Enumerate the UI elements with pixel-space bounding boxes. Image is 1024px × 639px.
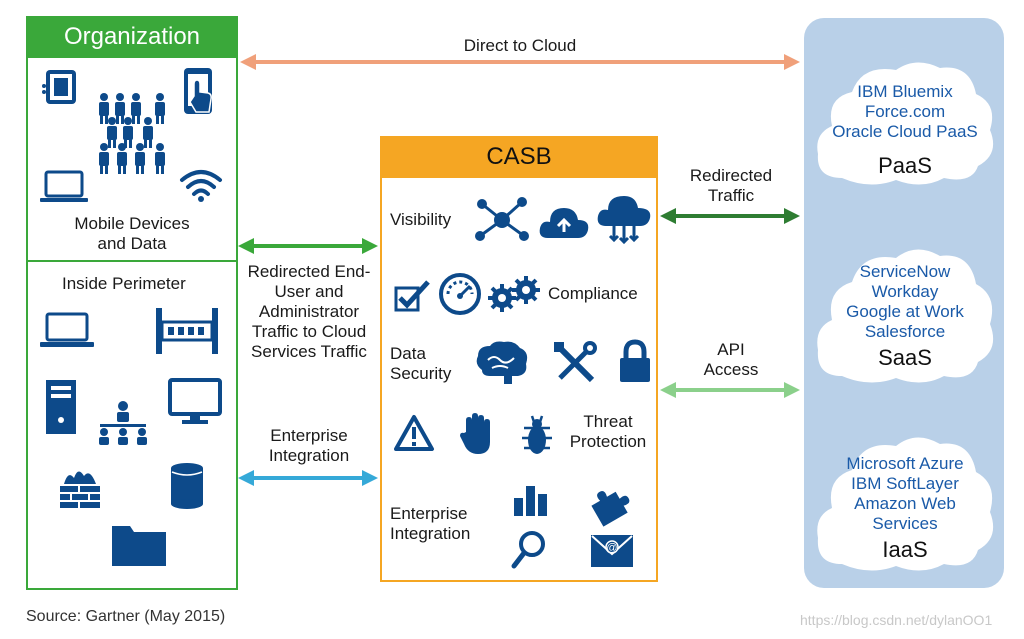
visibility-label: Visibility	[390, 210, 452, 229]
bug-icon	[522, 415, 552, 454]
threat-protection-line-1: Threat	[583, 412, 633, 431]
redirected-traffic-line-1: Redirected	[689, 166, 773, 185]
watermark: https://blog.csdn.net/dylanOO1	[800, 612, 993, 628]
api-access-line-1: API	[717, 340, 745, 359]
iaas-provider-1: Microsoft Azure	[846, 454, 964, 473]
data-security-line-2: Security	[390, 364, 452, 383]
mobile-devices-label: Mobile Devices and Data	[40, 214, 224, 254]
laptop-icon	[40, 312, 94, 347]
folder-icon	[112, 526, 166, 566]
casb-enterprise-integration-label: Enterprise Integration	[390, 504, 470, 544]
redirected-traffic-label: Redirected Traffic	[666, 166, 796, 206]
tools-icon	[554, 341, 597, 383]
network-nodes-icon	[475, 197, 529, 241]
paas-provider-1: IBM Bluemix	[857, 82, 953, 101]
server-tower-icon	[46, 380, 76, 434]
api-access-label: API Access	[666, 340, 796, 380]
brain-icon	[476, 341, 528, 384]
inside-perimeter-label: Inside Perimeter	[62, 274, 186, 293]
iaas-providers: Microsoft Azure IBM SoftLayer Amazon Web…	[812, 454, 998, 534]
people-group-icon	[99, 93, 165, 174]
redirected-traffic-arrow	[660, 208, 800, 224]
paas-cloud-shape	[817, 62, 994, 185]
cloud-upload-icon	[539, 208, 589, 238]
redirected-end-user-line-1: Redirected End-	[247, 262, 371, 281]
casb-enterprise-line-1: Enterprise	[390, 504, 468, 523]
magnifier-icon	[511, 531, 545, 569]
enterprise-integration-line-2: Integration	[268, 446, 350, 465]
warning-icon	[394, 415, 434, 451]
saas-provider-2: Workday	[871, 282, 939, 301]
paas-provider-2: Force.com	[864, 102, 946, 121]
network-people-icon	[99, 401, 147, 445]
enterprise-integration-arrow	[238, 470, 378, 486]
organization-header: Organization	[26, 16, 238, 58]
redirected-end-user-line-2: User and	[274, 282, 344, 301]
enterprise-integration-label: Enterprise Integration	[240, 426, 378, 466]
saas-provider-1: ServiceNow	[859, 262, 951, 281]
direct-to-cloud-arrow	[240, 54, 800, 70]
direct-to-cloud-label: Direct to Cloud	[463, 36, 577, 55]
firewall-icon	[60, 471, 100, 508]
iaas-category: IaaS	[882, 537, 928, 562]
iaas-provider-3: Amazon Web	[854, 494, 956, 513]
redirected-end-user-label: Redirected End- User and Administrator T…	[236, 262, 382, 362]
enterprise-integration-line-1: Enterprise	[270, 426, 348, 445]
laptop-icon	[40, 170, 88, 202]
saas-providers: ServiceNow Workday Google at Work Salesf…	[812, 262, 998, 342]
database-icon	[171, 463, 203, 509]
casb-title: CASB	[486, 143, 552, 170]
gears-icon	[488, 276, 540, 312]
monitor-icon	[168, 378, 222, 424]
api-access-arrow	[660, 382, 800, 398]
iaas-cloud-shape	[817, 437, 994, 571]
compliance-label: Compliance	[548, 284, 638, 303]
cloud-download-icon	[597, 196, 651, 245]
wifi-icon	[180, 170, 222, 202]
redirected-traffic-line-2: Traffic	[707, 186, 755, 205]
saas-cloud-shape	[817, 249, 994, 383]
threat-protection-line-2: Protection	[569, 432, 647, 451]
organization-divider	[26, 260, 238, 262]
paas-providers: IBM Bluemix Force.com Oracle Cloud PaaS	[812, 82, 998, 142]
data-security-label: Data Security	[390, 344, 451, 384]
lock-icon	[620, 339, 650, 382]
tablet-icon	[42, 70, 76, 104]
paas-category: PaaS	[878, 153, 932, 178]
puzzle-icon	[591, 491, 630, 527]
gauge-icon	[439, 273, 481, 315]
casb-enterprise-line-2: Integration	[390, 524, 471, 543]
organization-title: Organization	[63, 23, 201, 50]
redirected-end-user-arrow	[238, 238, 378, 254]
casb-header: CASB	[380, 136, 658, 178]
mobile-label-line-1: Mobile Devices	[74, 214, 190, 233]
iaas-provider-2: IBM SoftLayer	[851, 474, 959, 493]
redirected-end-user-line-3: Administrator	[258, 302, 360, 321]
redirected-end-user-line-5: Services Traffic	[251, 342, 367, 361]
saas-provider-3: Google at Work	[846, 302, 964, 321]
checklist-icon	[394, 280, 430, 312]
saas-category: SaaS	[878, 345, 932, 370]
smartphone-touch-icon	[184, 68, 212, 114]
iaas-provider-4: Services	[872, 514, 938, 533]
api-access-line-2: Access	[703, 360, 759, 379]
paas-provider-3: Oracle Cloud PaaS	[832, 122, 978, 141]
data-security-line-1: Data	[390, 344, 426, 363]
email-icon: @	[591, 535, 633, 567]
source-caption: Source: Gartner (May 2015)	[26, 608, 226, 625]
svg-text:@: @	[606, 542, 617, 554]
network-switch-icon	[156, 308, 218, 354]
hand-stop-icon	[460, 413, 490, 454]
mobile-label-line-2: and Data	[97, 234, 167, 253]
redirected-end-user-line-4: Traffic to Cloud	[251, 322, 367, 341]
threat-protection-label: Threat Protection	[560, 412, 656, 452]
bar-chart-icon	[514, 486, 547, 516]
saas-provider-4: Salesforce	[864, 322, 946, 341]
